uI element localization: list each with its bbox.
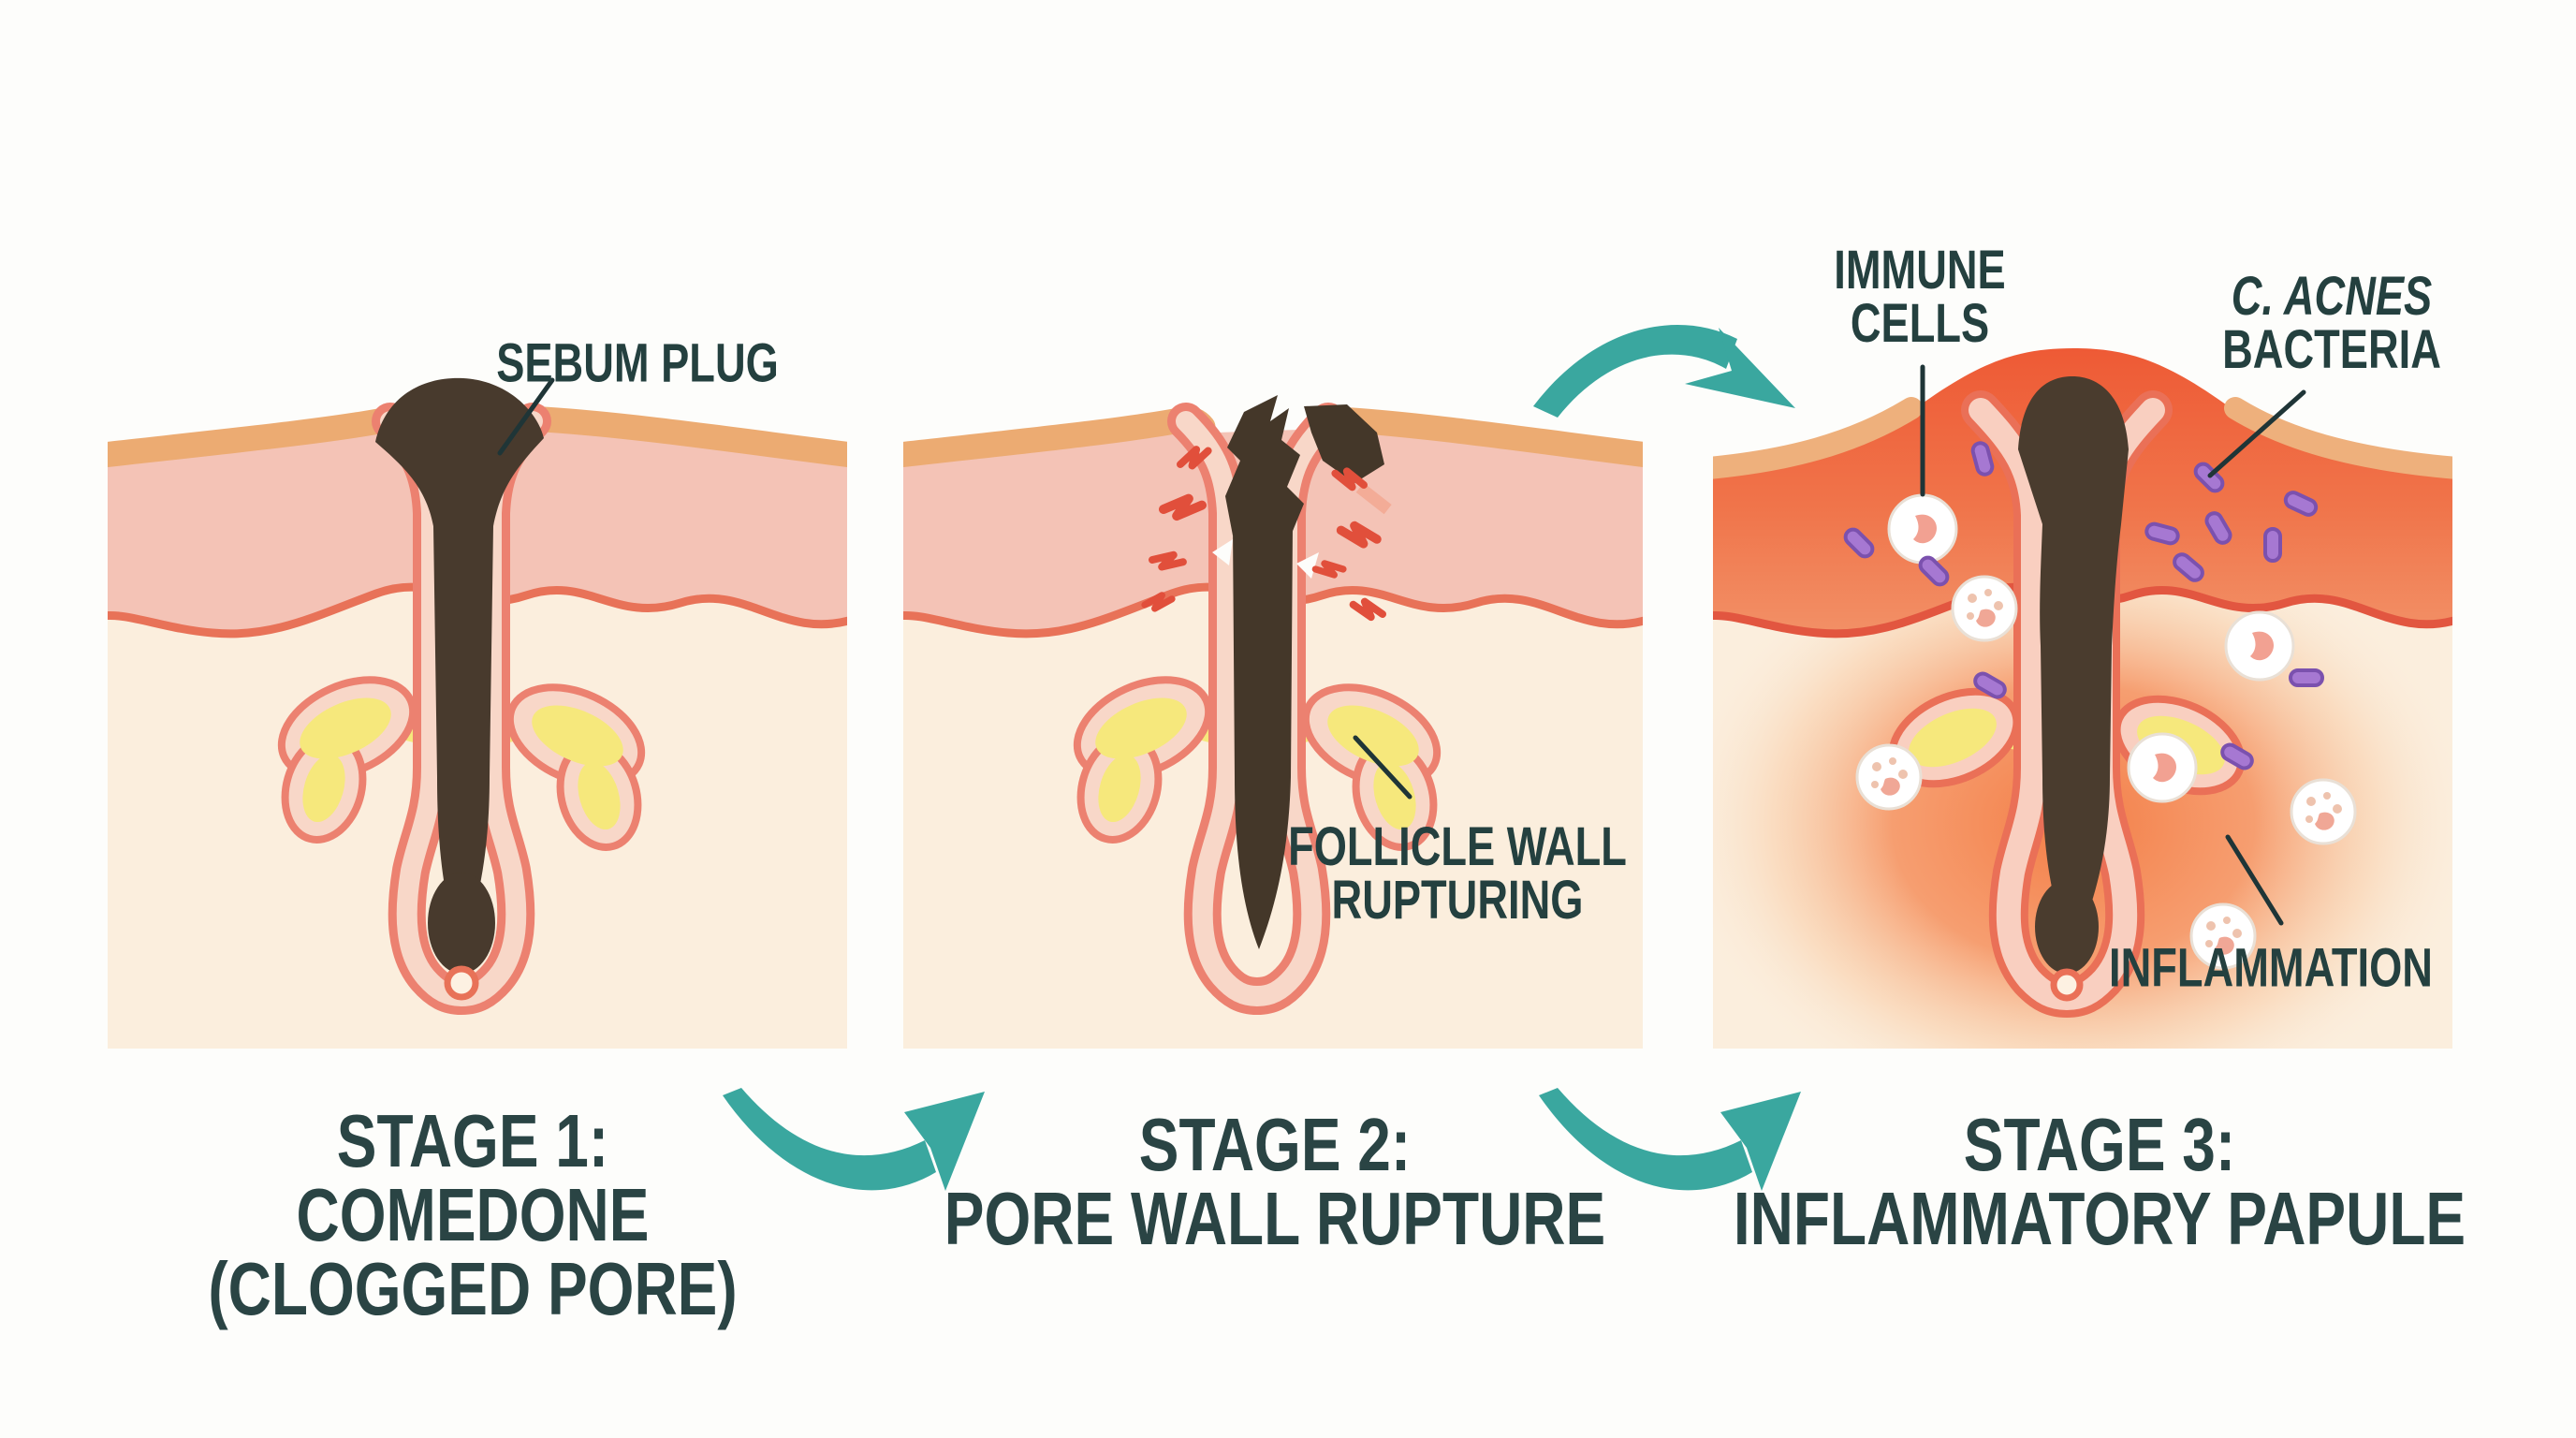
stage1-caption: STAGE 1: COMEDONE (CLOGGED PORE)	[208, 1099, 738, 1331]
immune-cell-icon	[1855, 743, 1923, 811]
bacterium-icon	[2289, 668, 2324, 687]
follicle-bulb	[428, 873, 495, 974]
immune-cell-icon	[1951, 575, 2018, 642]
immune-cell-icon	[1887, 493, 1958, 565]
follicle-papilla-notch	[2050, 968, 2084, 1002]
follicle-bulb	[2035, 880, 2099, 974]
stage1-skin-cross-section	[108, 377, 847, 1049]
stage2-panel-illustration	[903, 328, 1643, 1049]
follicle-wall-label: FOLLICLE WALL RUPTURING	[1288, 816, 1627, 931]
follicle-papilla-notch	[444, 965, 479, 1001]
immune-cell-icon	[2127, 732, 2198, 803]
sebum-plug-chip	[1304, 404, 1384, 483]
stage2-caption: STAGE 2: PORE WALL RUPTURE	[944, 1102, 1606, 1260]
broken-wall-fragment	[1355, 482, 1392, 515]
sebaceous-gland-left	[277, 676, 435, 844]
sebaceous-gland-right	[488, 683, 646, 851]
sebum-plug-canal	[1233, 526, 1293, 949]
bacterium-icon	[2263, 527, 2282, 563]
stage2-skin-cross-section	[903, 395, 1643, 1049]
wall-break-gap-left	[1212, 539, 1233, 565]
c-acnes-bacteria-label: C. ACNES BACTERIA	[2222, 266, 2441, 380]
sebum-plug-shape	[2018, 376, 2129, 951]
sebum-plug-label: SEBUM PLUG	[496, 332, 779, 394]
rupture-bolts	[1141, 446, 1386, 622]
sebum-plug-label-text: SEBUM PLUG	[496, 332, 779, 394]
sebum-plug-shape	[375, 377, 544, 950]
inflammation-label: INFLAMMATION	[2109, 937, 2433, 999]
epidermis-band-left	[1713, 397, 1923, 479]
immune-cells-label: IMMUNE CELLS	[1834, 240, 2006, 354]
sebum-plug-cracked-crown	[1225, 395, 1304, 536]
stage1-panel-illustration	[108, 328, 847, 1049]
wall-break-gap-right	[1296, 552, 1319, 579]
immune-cell-icon	[2224, 610, 2295, 682]
stage3-caption: STAGE 3: INFLAMMATORY PAPULE	[1733, 1102, 2466, 1260]
immune-cell-icon	[2290, 778, 2357, 845]
